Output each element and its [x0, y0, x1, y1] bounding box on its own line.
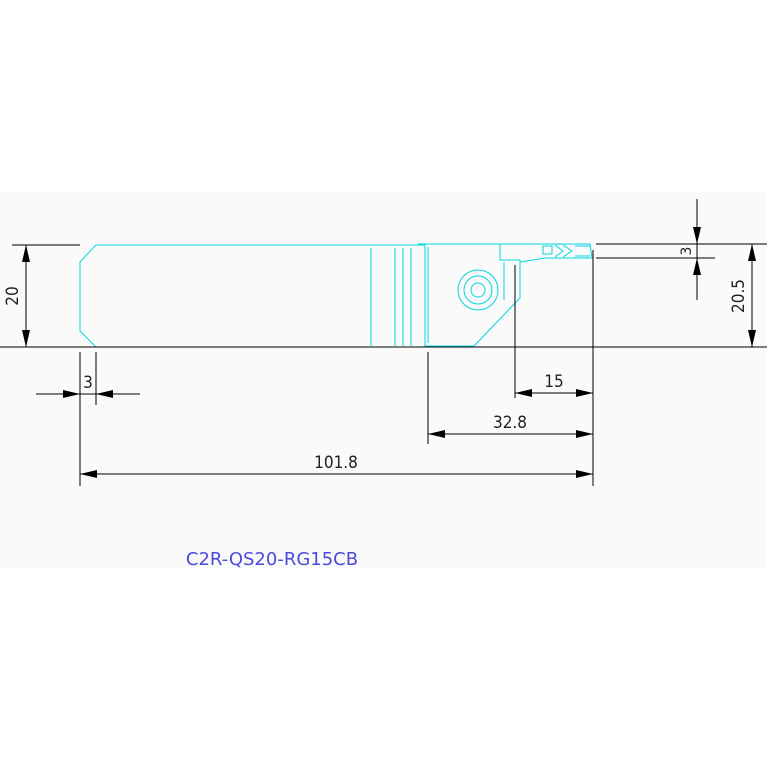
dim-20-arrow-top — [22, 245, 30, 262]
dim-label-20: 20 — [3, 286, 23, 305]
dim-3-chamfer-arrow-right — [96, 390, 113, 398]
dimension-labels: 20 20.5 3 3 15 32.8 101.8 — [3, 247, 749, 473]
dim-label-32-8: 32.8 — [493, 413, 527, 433]
dim-label-15: 15 — [544, 372, 563, 392]
insert-pocket — [542, 245, 553, 255]
dim-label-20-5: 20.5 — [729, 279, 749, 313]
dim-15-arrow-left — [515, 389, 532, 397]
clamp-screw-hex — [470, 282, 486, 298]
model-label: C2R-QS20-RG15CB — [186, 549, 358, 570]
insert-tip — [554, 244, 590, 258]
dim-15-arrow-right — [576, 389, 593, 397]
dim-20-arrow-bottom — [22, 330, 30, 347]
blade-arm — [500, 243, 593, 263]
dim-label-3-insert: 3 — [679, 247, 695, 256]
dim-32-8-arrow-right — [576, 430, 593, 438]
dim-32-8-arrow-left — [428, 430, 445, 438]
drawing-panel — [0, 192, 767, 568]
clamp-screw-outer — [457, 269, 499, 311]
clamp-screw-inner — [463, 275, 493, 305]
dimension-lines — [0, 199, 767, 486]
dim-3-insert-arrow-top — [693, 227, 701, 244]
dim-20-5-arrow-top — [748, 244, 756, 261]
dim-101-8-arrow-left — [80, 470, 97, 478]
dim-20-5-arrow-bottom — [748, 330, 756, 347]
dim-101-8-arrow-right — [576, 470, 593, 478]
head-block — [424, 243, 521, 347]
dim-label-3-chamfer: 3 — [83, 373, 93, 393]
dim-label-101-8: 101.8 — [314, 453, 358, 473]
dim-3-insert-arrow-bottom — [693, 258, 701, 275]
dim-3-chamfer-arrow-left — [63, 390, 80, 398]
